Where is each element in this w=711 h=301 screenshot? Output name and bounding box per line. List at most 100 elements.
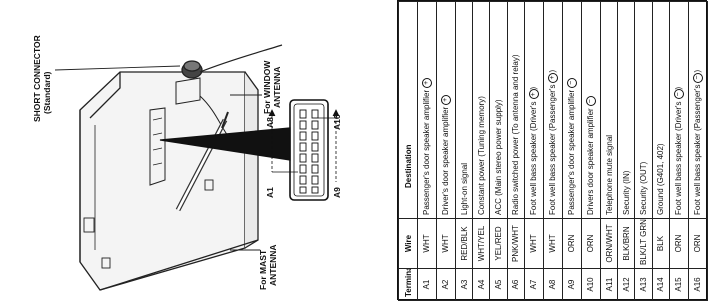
- terminal-cell: A3: [455, 268, 473, 301]
- destination-text: Telephone mute signal: [604, 134, 614, 215]
- destination-text: Constant power (Tuning memory): [476, 96, 486, 215]
- destination-cell: Foot well bass speaker (Driver's+): [524, 1, 544, 219]
- wire-cell: YEL/RED: [489, 218, 508, 269]
- positive-terminal-icon: +: [440, 94, 451, 105]
- mast-antenna-line2: ANTENNA: [268, 244, 278, 286]
- destination-suffix: ): [693, 69, 703, 73]
- terminal-cell: A15: [669, 268, 689, 301]
- destination-cell: Security (OUT): [634, 1, 653, 219]
- pin-label-a9: A9: [332, 187, 342, 198]
- destination-text: Foot well bass speaker (Driver's: [529, 101, 539, 215]
- positive-terminal-icon: +: [421, 77, 432, 88]
- destination-text: Drivers door speaker amplifier: [586, 108, 596, 215]
- wire-cell: WHT: [543, 218, 563, 269]
- wire-cell: WHT: [524, 218, 544, 269]
- destination-cell: Foot well bass speaker (Passenger's+): [543, 1, 563, 219]
- terminal-cell: A13: [634, 268, 653, 301]
- radio-connector-diagram: SHORT CONNECTOR (Standard) For WINDOW AN…: [32, 35, 342, 291]
- destination-text: Light-on signal: [459, 162, 469, 215]
- pin-label-a1: A1: [265, 187, 275, 198]
- terminal-cell: A7: [524, 268, 544, 301]
- wire-cell: WHT: [436, 218, 456, 269]
- destination-cell: Radio switched power (To antenna and rel…: [507, 1, 525, 219]
- terminal-cell: A6: [507, 268, 525, 301]
- terminal-cell: A9: [562, 268, 582, 301]
- wire-cell: BLK/LT GRN: [634, 218, 653, 269]
- destination-cell: Ground (G401, 402): [652, 1, 670, 219]
- radio-unit-drawing: [54, 44, 340, 291]
- destination-text: Driver's door speaker amplifier: [441, 106, 451, 215]
- wire-cell: RED/BLK: [455, 218, 473, 269]
- wire-cell: ORN: [688, 218, 708, 269]
- short-connector-title: SHORT CONNECTOR: [32, 35, 42, 122]
- destination-cell: Drivers door speaker amplifier−: [581, 1, 601, 219]
- wire-cell: PNK/WHT: [507, 218, 525, 269]
- destination-text: Foot well bass speaker (Driver's: [674, 101, 683, 215]
- header-destination: Destination: [398, 1, 418, 219]
- wire-cell: ORN: [669, 218, 689, 269]
- destination-cell: Constant power (Tuning memory): [472, 1, 490, 219]
- negative-terminal-icon: −: [566, 77, 577, 88]
- destination-cell: Telephone mute signal: [600, 1, 618, 219]
- terminal-cell: A1: [417, 268, 437, 301]
- mast-antenna-label: For MAST ANTENNA: [258, 244, 278, 290]
- destination-cell: Security (IN): [617, 1, 635, 219]
- mast-antenna-line1: For MAST: [258, 249, 268, 290]
- negative-terminal-icon: −: [692, 72, 703, 83]
- destination-cell: Passenger's door speaker amplifier+: [417, 1, 437, 219]
- destination-text: Foot well bass speaker (Passenger's: [548, 84, 558, 215]
- destination-suffix: ): [674, 86, 683, 90]
- window-antenna-label: For WINDOW ANTENNA: [262, 61, 282, 114]
- wire-cell: ORN: [581, 218, 601, 269]
- destination-cell: Foot well bass speaker (Driver's−): [669, 1, 689, 219]
- terminal-cell: A16: [688, 268, 708, 301]
- wire-cell: BLK/BRN: [617, 218, 635, 269]
- wire-cell: ORN/WHT: [600, 218, 618, 269]
- window-antenna-line1: For WINDOW: [262, 60, 272, 114]
- destination-cell: Driver's door speaker amplifier+: [436, 1, 456, 219]
- destination-suffix: ): [548, 69, 558, 73]
- destination-text: Security (IN): [621, 170, 631, 215]
- table-header-row: Terminal Wire Destination: [398, 1, 418, 301]
- terminal-cell: A8: [543, 268, 563, 301]
- negative-terminal-icon: −: [673, 89, 684, 100]
- destination-text: Passenger's door speaker amplifier: [422, 89, 432, 215]
- wire-cell: BLK: [652, 218, 670, 269]
- wire-cell: WHT: [417, 218, 437, 269]
- destination-cell: Passenger's door speaker amplifier−: [562, 1, 582, 219]
- destination-text: Ground (G401, 402): [656, 143, 666, 215]
- destination-suffix: ): [529, 86, 539, 90]
- header-terminal: Terminal: [398, 268, 418, 301]
- destination-text: ACC (Main stereo power supply): [494, 99, 504, 215]
- pin-label-a16: A16: [332, 114, 342, 130]
- terminal-cell: A14: [652, 268, 670, 301]
- destination-cell: ACC (Main stereo power supply): [489, 1, 508, 219]
- terminal-cell: A2: [436, 268, 456, 301]
- terminal-cell: A12: [617, 268, 635, 301]
- negative-terminal-icon: −: [585, 96, 596, 107]
- window-antenna-line2: ANTENNA: [272, 66, 282, 108]
- pin-label-a8: A8: [265, 117, 275, 128]
- terminal-cell: A11: [600, 268, 618, 301]
- terminal-cell: A10: [581, 268, 601, 301]
- destination-text: Passenger's door speaker amplifier: [567, 89, 577, 215]
- positive-terminal-icon: +: [547, 72, 558, 83]
